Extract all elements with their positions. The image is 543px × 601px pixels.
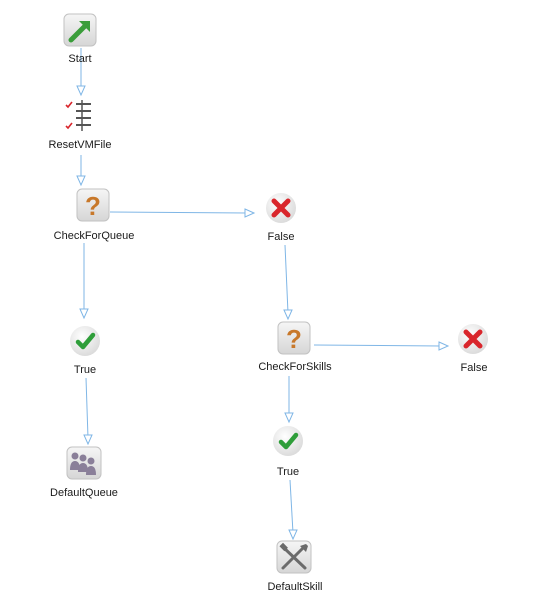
edge-checkforqueue-to-false	[109, 208, 256, 218]
node-resetvmfile[interactable]: ResetVMFile	[49, 100, 112, 151]
node-label: CheckForSkills	[258, 361, 332, 373]
start-arrow-icon	[68, 21, 90, 43]
red-x-icon	[463, 329, 483, 349]
edge-true-to-defaultskill	[288, 479, 298, 541]
node-false-queue[interactable]: False	[266, 193, 296, 243]
edge-false-to-checkforskills	[283, 244, 293, 321]
question-icon: ?	[286, 324, 302, 354]
edge-checkforskills-to-false	[313, 341, 450, 351]
edge-start-to-resetvmfile	[76, 48, 86, 97]
node-label: ResetVMFile	[49, 139, 112, 151]
green-check-icon	[75, 332, 96, 350]
node-label: CheckForQueue	[54, 230, 135, 242]
connectors	[76, 48, 450, 541]
node-label: DefaultSkill	[267, 581, 322, 593]
green-check-icon	[278, 432, 299, 450]
edge-true-to-defaultqueue	[83, 377, 93, 446]
edge-resetvmfile-to-checkforqueue	[76, 155, 86, 187]
node-checkforskills[interactable]: ? CheckForSkills	[258, 321, 332, 373]
question-icon: ?	[85, 191, 101, 221]
tools-icon	[279, 542, 308, 570]
node-checkforqueue[interactable]: ? CheckForQueue	[54, 188, 135, 242]
node-start[interactable]: Start	[63, 13, 97, 65]
node-true-queue[interactable]: True	[70, 326, 100, 376]
node-true-skills[interactable]: True	[273, 426, 303, 478]
node-label: Start	[68, 53, 91, 65]
node-label: DefaultQueue	[50, 487, 118, 499]
node-label: False	[461, 362, 488, 374]
node-label: True	[74, 364, 96, 376]
node-label: True	[277, 466, 299, 478]
edge-checkforqueue-to-true	[79, 243, 89, 320]
red-x-icon	[271, 198, 291, 218]
node-false-skills[interactable]: False	[458, 324, 488, 374]
node-defaultskill[interactable]: DefaultSkill	[267, 540, 323, 593]
people-icon	[70, 452, 96, 475]
edge-checkforskills-to-true	[284, 376, 294, 424]
node-defaultqueue[interactable]: DefaultQueue	[50, 446, 118, 499]
checklist-icon	[65, 100, 91, 131]
node-label: False	[268, 231, 295, 243]
